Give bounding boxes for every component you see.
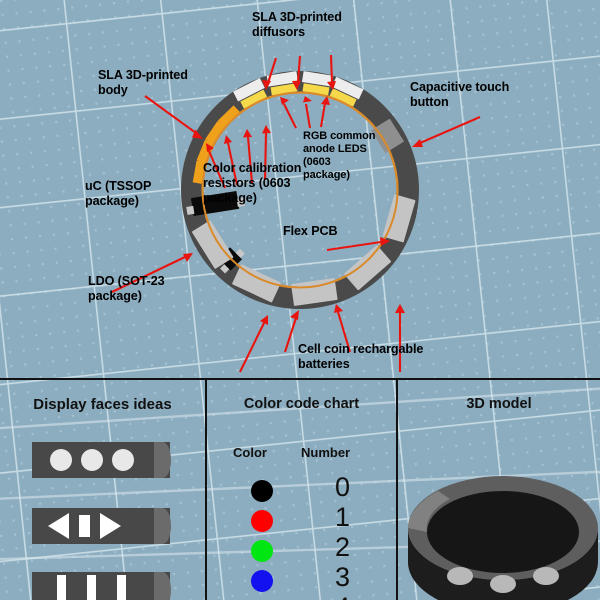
arrow-res-3 [243, 129, 254, 184]
arrow-led-2 [303, 96, 312, 129]
callout-label-capacitive-touch: Capacitive touch button [410, 80, 510, 109]
color-code-row: 3 [207, 562, 396, 596]
callout-label-flex-pcb: Flex PCB [283, 224, 338, 238]
center-bar-icon [79, 515, 90, 537]
color-number-value: 1 [335, 502, 351, 532]
panel-display-faces: Display faces ideas [0, 380, 205, 600]
callout-label-uc: uC (TSSOP package) [85, 179, 152, 208]
color-swatch-blue [251, 570, 273, 592]
arrow-touch [412, 116, 481, 147]
arrow-diffusors-2 [292, 55, 302, 90]
left-arrow-icon [48, 513, 69, 539]
face-arrows-group [32, 513, 121, 539]
color-number-value: 4 [335, 592, 350, 600]
color-code-header-number: Number [301, 445, 351, 460]
arrow-ldo [111, 253, 193, 293]
capacitive-touch-button[interactable] [371, 118, 405, 154]
color-number-value: 0 [335, 472, 351, 502]
panel-display-faces-title: Display faces ideas [33, 396, 172, 413]
color-swatch-red [251, 510, 273, 532]
color-code-row: 2 [207, 532, 396, 566]
bar-icon-2 [87, 575, 96, 600]
face-bars-group [32, 575, 126, 600]
callout-label-rgb-leds: RGB common anode LEDS (0603 package) [303, 130, 376, 181]
panel-divider-vertical-right [396, 379, 398, 600]
arrow-res-4 [262, 125, 271, 181]
face-dot-2 [81, 449, 103, 471]
right-arrow-icon [100, 513, 121, 539]
arrow-bat-3 [334, 304, 352, 353]
rgb-led-segments [240, 83, 357, 109]
panel-3d-model: 3D model [398, 380, 600, 600]
display-face-bars[interactable] [32, 572, 171, 600]
arrow-flexpcb [326, 237, 390, 252]
diffusor-segments [233, 71, 364, 102]
callout-label-body: SLA 3D-printed body [98, 68, 188, 97]
face-dot-3 [112, 449, 134, 471]
callout-label-ldo: LDO (SOT-23 package) [88, 274, 165, 303]
arrow-bat-1 [239, 315, 268, 373]
bar-icon-3 [117, 575, 126, 600]
flex-pcb-trace [201, 91, 399, 289]
panel-3d-model-title: 3D model [466, 396, 532, 412]
callout-label-resistors: Color calibration resistors (0603 packag… [203, 161, 302, 205]
ring-3d-render [408, 476, 598, 600]
bottom-panels: Display faces ideas [0, 380, 600, 600]
color-swatch-black [251, 480, 273, 502]
arrow-res-1 [206, 143, 226, 189]
color-number-value: 3 [335, 562, 351, 592]
color-code-header-color: Color [233, 445, 267, 460]
panel-color-code: Color code chart Color Number 0 1 2 3 4 [207, 380, 396, 600]
panel-divider-vertical-left [205, 379, 207, 600]
ring-3d-geometry [408, 476, 598, 600]
color-code-row: 4 [207, 592, 396, 600]
ring-3d-studs [447, 567, 559, 593]
bar-icon-1 [57, 575, 66, 600]
arrow-bat-2 [284, 310, 299, 353]
arrow-led-3 [319, 96, 330, 128]
color-code-row: 0 [207, 472, 396, 506]
arrow-bat-4 [395, 304, 405, 372]
face-dots-group [32, 449, 134, 471]
arrow-led-1 [280, 97, 297, 129]
face-dot-1 [50, 449, 72, 471]
main-diagram: SLA 3D-printed diffusors SLA 3D-printed … [85, 10, 510, 373]
arrow-diffusors-3 [327, 54, 336, 90]
ring-illustration [111, 54, 481, 373]
coin-cell-batteries [192, 194, 416, 306]
callout-label-diffusors: SLA 3D-printed diffusors [252, 10, 342, 39]
color-swatch-green [251, 540, 273, 562]
face-end-cap [154, 572, 171, 600]
arrow-res-2 [224, 135, 239, 186]
face-end-cap [154, 508, 171, 544]
face-end-cap [154, 442, 171, 478]
panel-color-code-title: Color code chart [243, 396, 360, 412]
display-face-dots[interactable] [32, 442, 171, 478]
panel-divider-horizontal [0, 378, 600, 380]
color-code-row: 1 [207, 502, 396, 536]
arrow-diffusors-1 [262, 57, 278, 90]
callout-arrows [111, 54, 481, 373]
display-face-arrows[interactable] [32, 508, 171, 544]
callout-label-batteries: Cell coin rechargable batteries [298, 342, 424, 371]
color-number-value: 2 [335, 532, 351, 562]
arrow-body [144, 95, 203, 139]
